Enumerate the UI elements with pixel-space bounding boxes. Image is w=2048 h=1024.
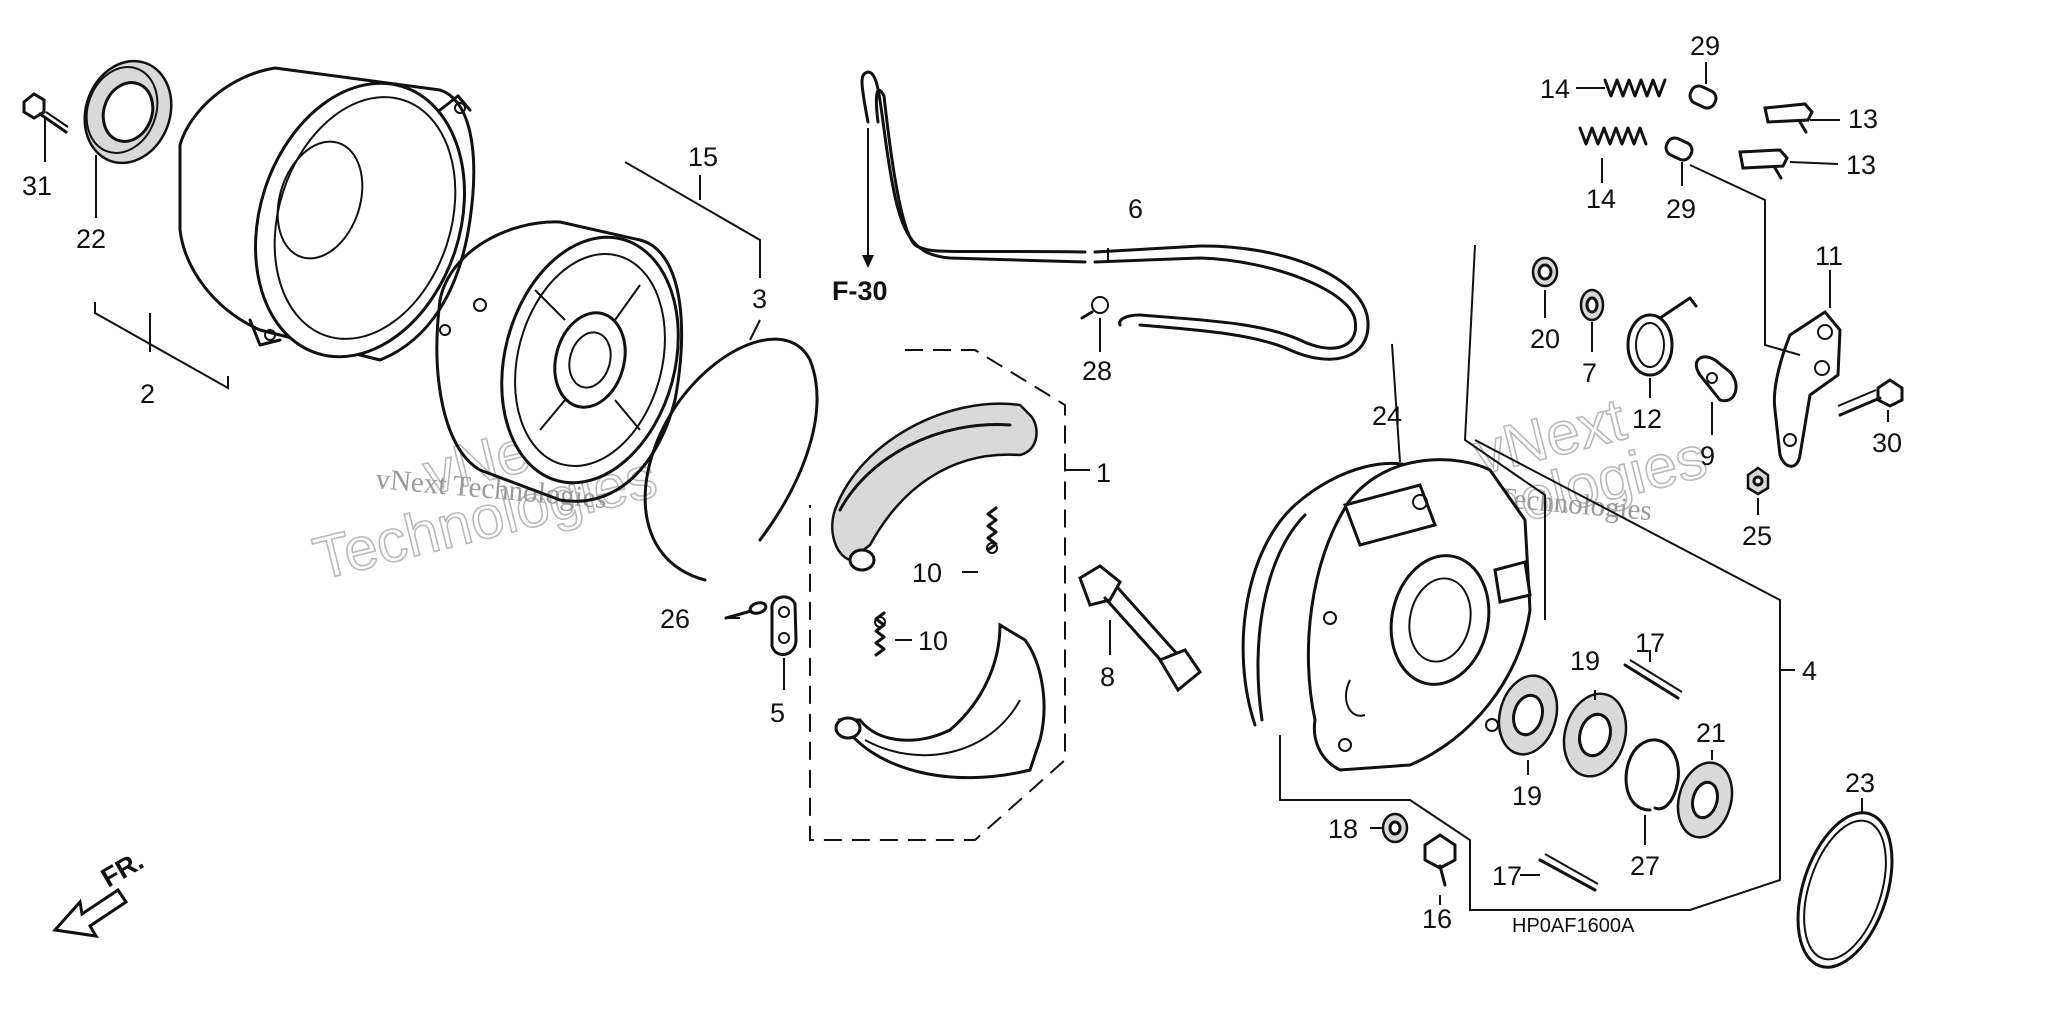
part-2-brake-drum (178, 66, 476, 362)
callout-13b: 13 (1846, 150, 1876, 180)
diagram-code: HP0AF1600A (1512, 915, 1635, 937)
callout-9: 9 (1700, 441, 1715, 471)
callout-18: 18 (1328, 814, 1358, 844)
bracket-20-group (1463, 244, 1546, 620)
dashed-outline-1 (809, 349, 1066, 841)
callout-3: 3 (752, 284, 767, 314)
part-20-seal (1531, 256, 1559, 288)
callout-19b: 19 (1512, 781, 1542, 811)
bracket-4 (1279, 439, 1781, 911)
part-29-collars (1664, 84, 1718, 162)
part-25-nut (1746, 466, 1770, 496)
callout-4: 4 (1802, 656, 1817, 686)
bracket-2 (94, 302, 229, 390)
callout-20: 20 (1530, 324, 1560, 354)
callout-6: 6 (1128, 194, 1143, 224)
part-31-bolt (22, 92, 69, 134)
callout-8: 8 (1100, 662, 1115, 692)
part-11-brake-arm (1772, 310, 1842, 468)
part-16-bolt (1423, 833, 1457, 887)
part-30-bolt (1837, 378, 1904, 417)
callout-30: 30 (1872, 428, 1902, 458)
callout-31: 31 (22, 171, 52, 201)
callout-23: 23 (1845, 768, 1875, 798)
part-5-plate (770, 595, 798, 656)
callout-17b: 17 (1492, 861, 1522, 891)
callout-5: 5 (770, 698, 785, 728)
callout-21: 21 (1696, 718, 1726, 748)
part-7-washer (1579, 288, 1605, 322)
part-1-brake-shoes (831, 402, 1046, 780)
callout-13a: 13 (1848, 104, 1878, 134)
callout-17a: 17 (1635, 628, 1665, 658)
front-direction-label: FR. (96, 845, 149, 893)
part-6-breather-tube (860, 70, 1370, 361)
callout-14a: 14 (1540, 74, 1570, 104)
part-27-circlip (1624, 738, 1680, 812)
callout-28: 28 (1082, 356, 1112, 386)
callout-24: 24 (1372, 401, 1402, 431)
part-23-o-ring (1796, 811, 1894, 969)
part-9-indicator (1694, 355, 1738, 403)
part-21-seal (1676, 761, 1734, 839)
callout-29b: 29 (1666, 194, 1696, 224)
callout-19a: 19 (1570, 646, 1600, 676)
part-28-clip (1080, 296, 1109, 320)
callout-7: 7 (1582, 358, 1597, 388)
callout-16: 16 (1422, 904, 1452, 934)
part-10-springs (874, 506, 998, 657)
part-26-pin (724, 601, 768, 620)
callout-10b: 10 (918, 626, 948, 656)
group-brackets (94, 161, 1801, 911)
callout-27: 27 (1630, 851, 1660, 881)
callout-14b: 14 (1586, 184, 1616, 214)
part-18-washer (1381, 812, 1409, 844)
front-direction-arrow: FR. (52, 845, 149, 938)
callout-22: 22 (76, 224, 106, 254)
arrow-f30 (862, 255, 874, 268)
part-4-brake-panel (1241, 458, 1532, 772)
leader-lines (44, 62, 1889, 905)
part-13-joints (1738, 102, 1814, 180)
callouts: 31 22 2 15 3 1 6 28 10 10 26 5 8 24 20 7… (22, 31, 1902, 934)
callout-26: 26 (660, 604, 690, 634)
callout-10a: 10 (912, 558, 942, 588)
callout-29a: 29 (1690, 31, 1720, 61)
bracket-15 (624, 161, 761, 278)
part-3-snap-ring (643, 337, 819, 582)
part-8-brake-cam (1078, 564, 1203, 693)
part-19-bearings (1497, 674, 1628, 778)
callout-12: 12 (1632, 404, 1662, 434)
callout-25: 25 (1742, 521, 1772, 551)
callout-11: 11 (1815, 241, 1843, 271)
part-15-brake-hub (435, 220, 684, 503)
callout-1: 1 (1096, 458, 1111, 488)
bracket-29-11 (1689, 164, 1801, 356)
part-22-oil-seal (83, 59, 173, 165)
part-12-return-spring (1626, 296, 1698, 377)
ref-label-f30: F-30 (832, 276, 888, 306)
callout-2: 2 (140, 379, 155, 409)
part-17-studs (1538, 659, 1683, 892)
part-14-springs (1578, 78, 1667, 146)
callout-15: 15 (688, 142, 718, 172)
